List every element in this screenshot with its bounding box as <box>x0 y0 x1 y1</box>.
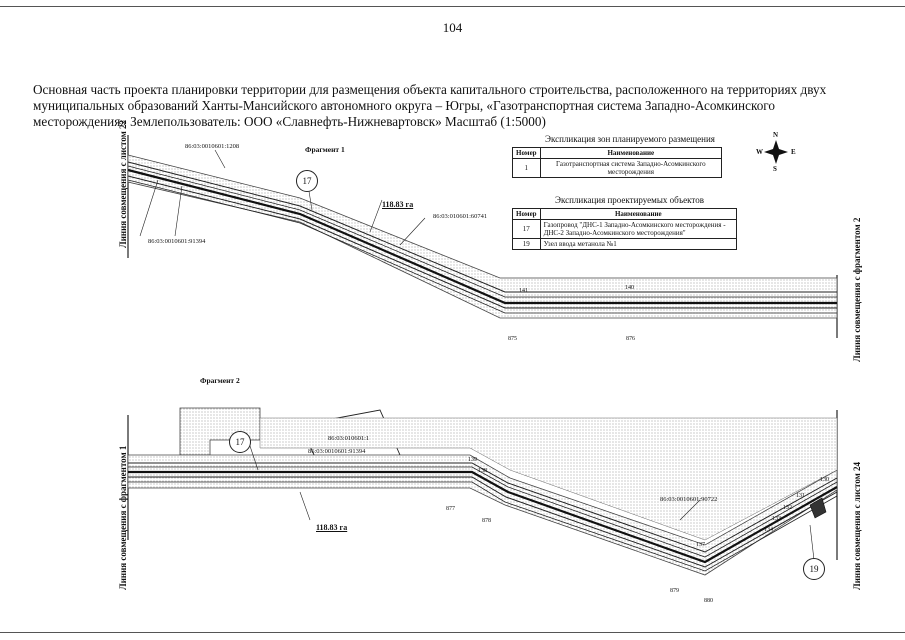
point-number: 141 <box>519 288 528 294</box>
line-f1-b <box>127 165 837 298</box>
compass-rose <box>764 140 788 164</box>
parcel-label: 86:03:0010601:91394 <box>308 448 366 455</box>
compass-e: E <box>791 148 796 156</box>
legend-objects-cell: 19 <box>512 238 541 250</box>
legend-objects-header-name: Наименование <box>539 208 738 220</box>
point-number: 137 <box>696 542 705 548</box>
legend-zones-header-name: Наименование <box>539 147 723 159</box>
pipe-f2 <box>128 470 838 564</box>
point-number: 138 <box>478 468 487 474</box>
side-label-left-top: Линия совмещения с листом 22 <box>118 119 128 248</box>
legend-zones-cell: 1 <box>512 158 541 178</box>
page-number: 104 <box>442 20 463 35</box>
legend-zones-caption: Экспликация зон планируемого размещения <box>545 134 715 144</box>
node-19-shape <box>809 497 827 519</box>
legend-zones-cell: Газотранспортная система Западно-Асомкин… <box>539 158 723 178</box>
fragment-1-label: Фрагмент 1 <box>305 145 345 154</box>
parcel-label: 86:03:0010601:1208 <box>185 143 240 150</box>
point-number: 875 <box>508 336 517 342</box>
parcel-label: 86:03:0010601:90722 <box>660 496 718 503</box>
fragment-2-label: Фрагмент 2 <box>200 376 240 385</box>
side-label-right-top: Линия совмещения с фрагментом 2 <box>852 217 862 362</box>
object-marker-17: 17 <box>229 431 251 453</box>
parcel-label: 86:03:010601:60741 <box>433 213 488 220</box>
compass-s: S <box>773 165 777 173</box>
point-number: 132 <box>783 505 792 511</box>
page-title: Основная часть проекта планировки террит… <box>33 82 827 129</box>
point-number: 140 <box>625 285 634 291</box>
point-number: 134 <box>764 527 773 533</box>
point-number: 879 <box>670 588 679 594</box>
point-number: 130 <box>820 477 829 483</box>
legend-zones-header-number: Номер <box>512 147 541 159</box>
side-label-left-bottom: Линия совмещения с фрагментом 1 <box>118 445 128 590</box>
point-number: 877 <box>446 506 455 512</box>
point-number: 131 <box>796 493 805 499</box>
side-label-right-bottom: Линия совмещения с листом 24 <box>852 461 862 590</box>
line-f1-a <box>127 161 837 293</box>
legend-objects-cell: Узел ввода метанола №1 <box>539 238 738 250</box>
compass-w: W <box>756 148 763 156</box>
zone-f1 <box>127 154 838 319</box>
point-number: 878 <box>482 518 491 524</box>
compass-n: N <box>773 131 779 139</box>
point-number: 880 <box>704 598 713 604</box>
pipe-f1 <box>127 168 837 305</box>
point-number: 133 <box>772 516 781 522</box>
line-f1-c <box>127 175 837 309</box>
area-label: 118.83 га <box>316 523 348 532</box>
object-marker-17: 17 <box>296 170 318 192</box>
point-number: 139 <box>468 457 477 463</box>
parcel-label: 86:03:0010601:91394 <box>148 238 206 245</box>
line-f1-d <box>127 179 837 314</box>
legend-objects-caption: Экспликация проектируемых объектов <box>555 195 704 205</box>
object-marker-19: 19 <box>803 558 825 580</box>
top-border <box>0 6 905 7</box>
legend-objects-cell: 17 <box>512 219 541 239</box>
legend-objects-cell: Газопровод "ДНС-1 Западно-Асомкинского м… <box>539 219 738 239</box>
area-label: 118.83 га <box>382 200 414 209</box>
legend-objects-header-number: Номер <box>512 208 541 220</box>
bottom-border <box>0 632 905 633</box>
parcel-label: 86:03:010601:1 <box>328 435 370 442</box>
point-number: 876 <box>626 336 635 342</box>
